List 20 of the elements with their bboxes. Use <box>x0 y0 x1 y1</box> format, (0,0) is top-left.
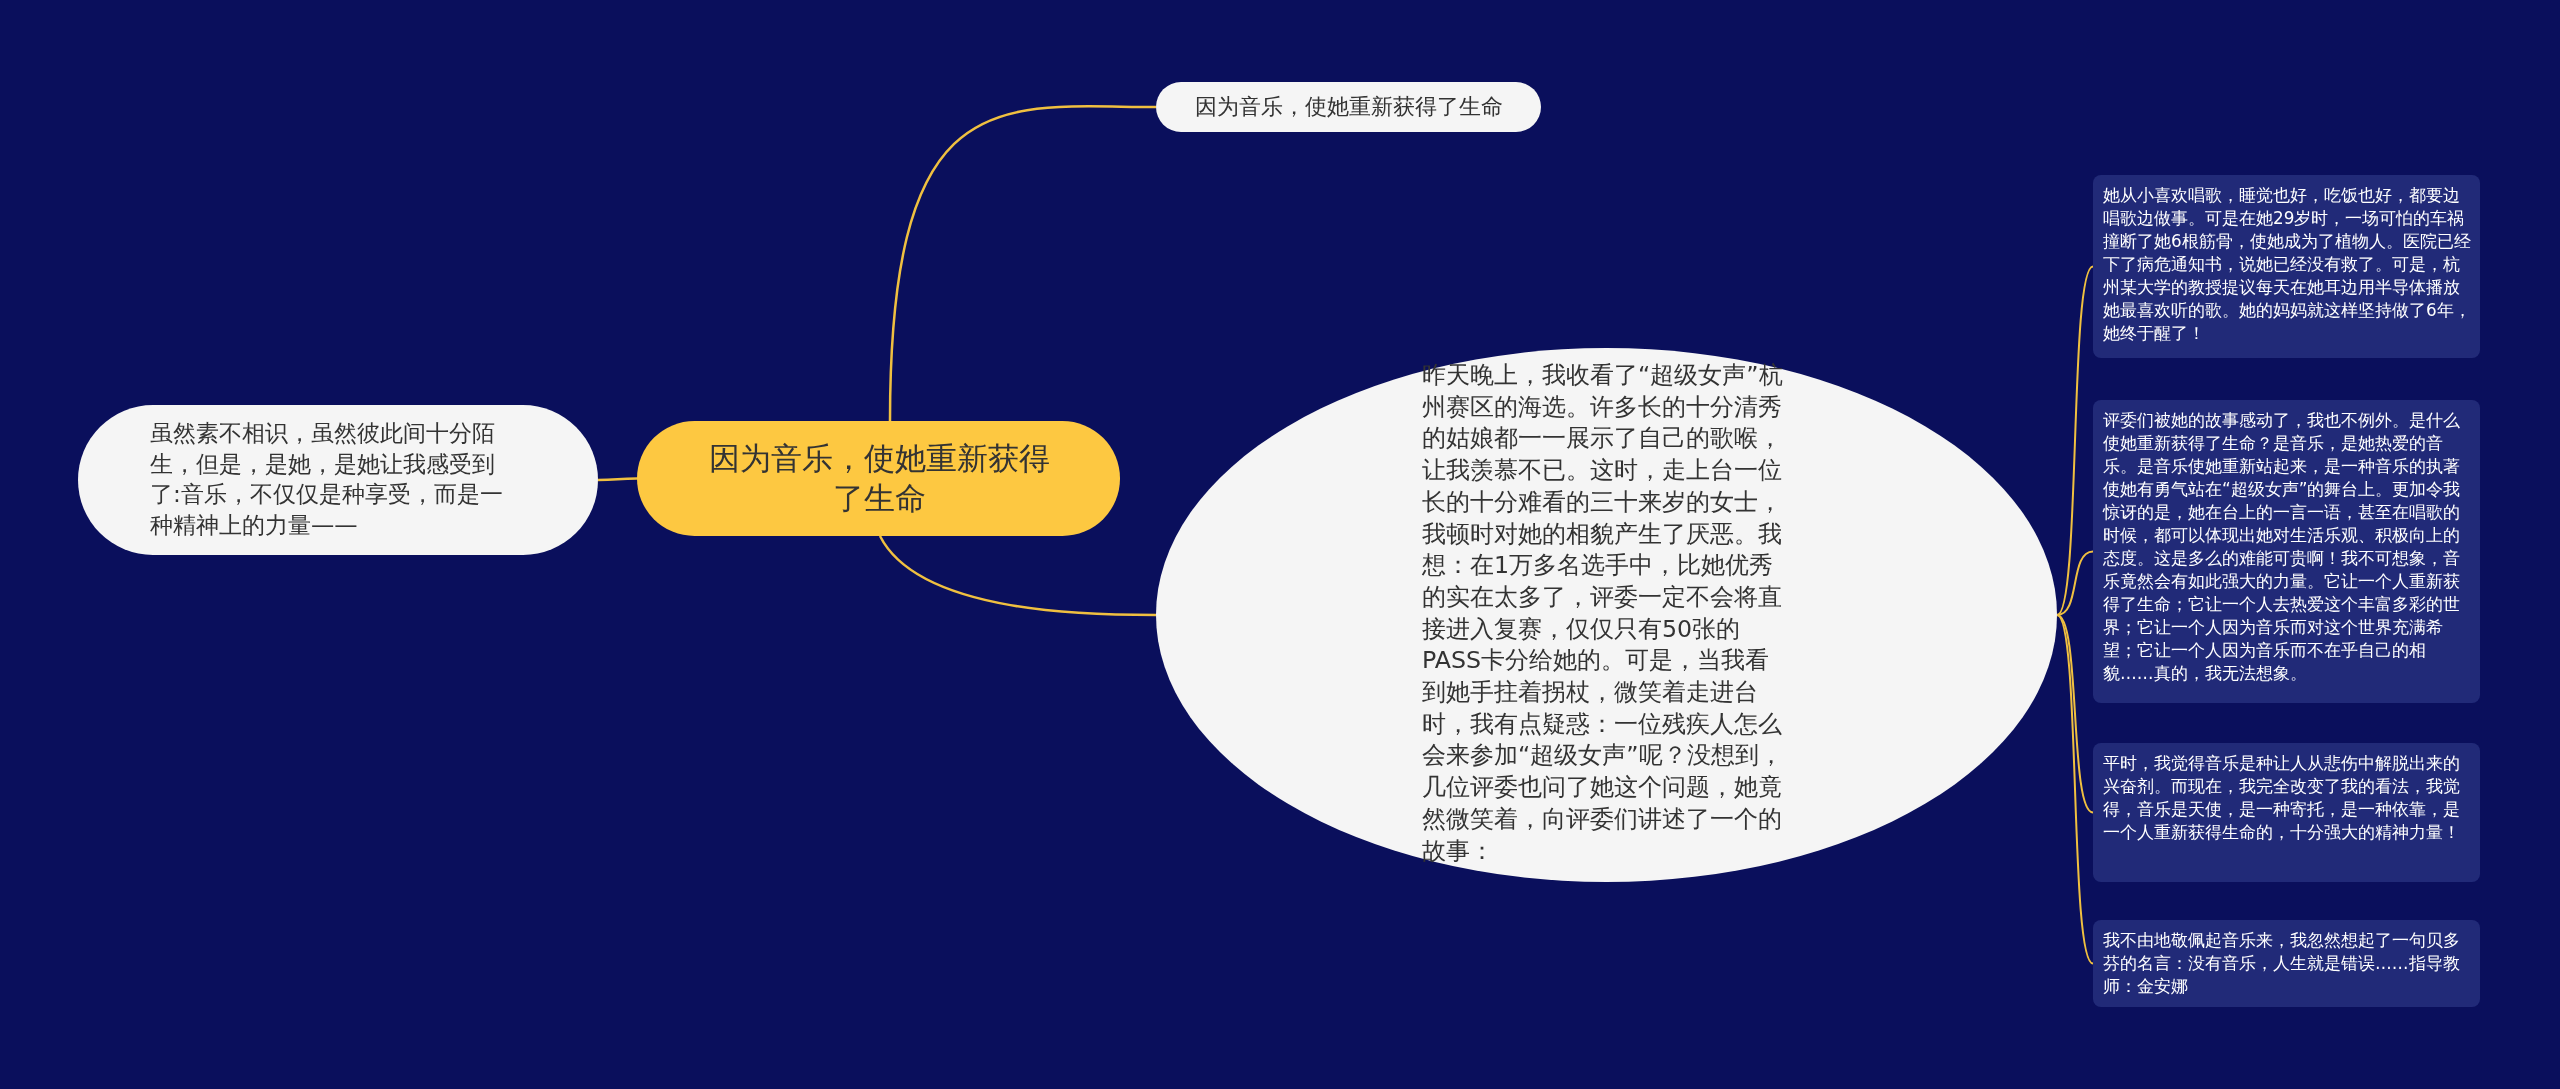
connector <box>2056 550 2094 616</box>
topic-text: 我不由地敬佩起音乐来，我忽然想起了一句贝多芬的名言：没有音乐，人生就是错误……指导教师：金安娜 <box>2103 929 2461 998</box>
topic-text: 因为音乐，使她重新获得了生命 <box>1193 93 1504 121</box>
connector <box>2056 614 2094 965</box>
text-card <box>2093 400 2480 703</box>
topic-text: 评委们被她的故事感动了，我也不例外。是什么使她重新获得了生命？是音乐，是她热爱的音乐。是音乐使她重新站起来，是一种音乐的执著使她有勇气站在“超级女声”的舞台上。更加令我惊讶的是，她在台上的一言一语，甚至在唱歌的时候，都可以体现出她对生活乐观、积极向上的态度。这是多么的难能可贵啊！我不可想象，音乐竟然会有如此强大的力量。它让一个人重新获得了生命；它让一个人去热爱这个丰富多彩的世界；它让一个人因为音乐而对这个世界充满希望；它让一个人因为音乐而不在乎自己的相貌……真的，我无法想象。 <box>2103 409 2462 685</box>
text-card <box>2093 175 2480 358</box>
topic-text: 平时，我觉得音乐是种让人从悲伤中解脱出来的兴奋剂。而现在，我完全改变了我的看法，我觉得，音乐是天使，是一种寄托，是一种依靠，是一个人重新获得生命的，十分强大的精神力量！ <box>2103 752 2461 844</box>
connector <box>878 535 1156 617</box>
topic-text: 虽然素不相识，虽然彼此间十分陌生，但是，是她，是她让我感受到了:音乐，不仅仅是种享受，而是一种精神上的力量—— <box>150 418 504 541</box>
connector <box>888 105 1156 422</box>
connector <box>2056 614 2094 814</box>
text-card <box>2093 920 2480 1007</box>
topic-pill <box>1156 82 1541 132</box>
topic-text: 因为音乐，使她重新获得了生命 <box>708 440 1051 518</box>
topic-text: 她从小喜欢唱歌，睡觉也好，吃饭也好，都要边唱歌边做事。可是在她29岁时，一场可怕的车祸撞断了她6根筋骨，使她成为了植物人。医院已经下了病危通知书，说她已经没有救了。可是，杭州某大学的教授提议每天在她耳边用半导体播放她最喜欢听的歌。她的妈妈就这样坚持做了6年，她终于醒了！ <box>2103 184 2472 345</box>
text-card <box>2093 743 2480 882</box>
connector <box>598 477 637 482</box>
connector <box>2056 265 2094 616</box>
topic-text: 昨天晚上，我收看了“超级女声”杭州赛区的海选。许多长的十分清秀的姑娘都一一展示了自己的歌喉，让我羡慕不已。这时，走上台一位长的十分难看的三十来岁的女士，我顿时对她的相貌产生了厌恶。我想：在1万多名选手中，比她优秀的实在太多了，评委一定不会将直接进入复赛，仅仅只有50张的PASS卡分给她的。可是，当我看到她手拄着拐杖，微笑着走进台时，我有点疑惑：一位残疾人怎么会来参加“超级女声”呢？没想到，几位评委也问了她这个问题，她竟然微笑着，向评委们讲述了一个的故事： <box>1422 360 1784 867</box>
